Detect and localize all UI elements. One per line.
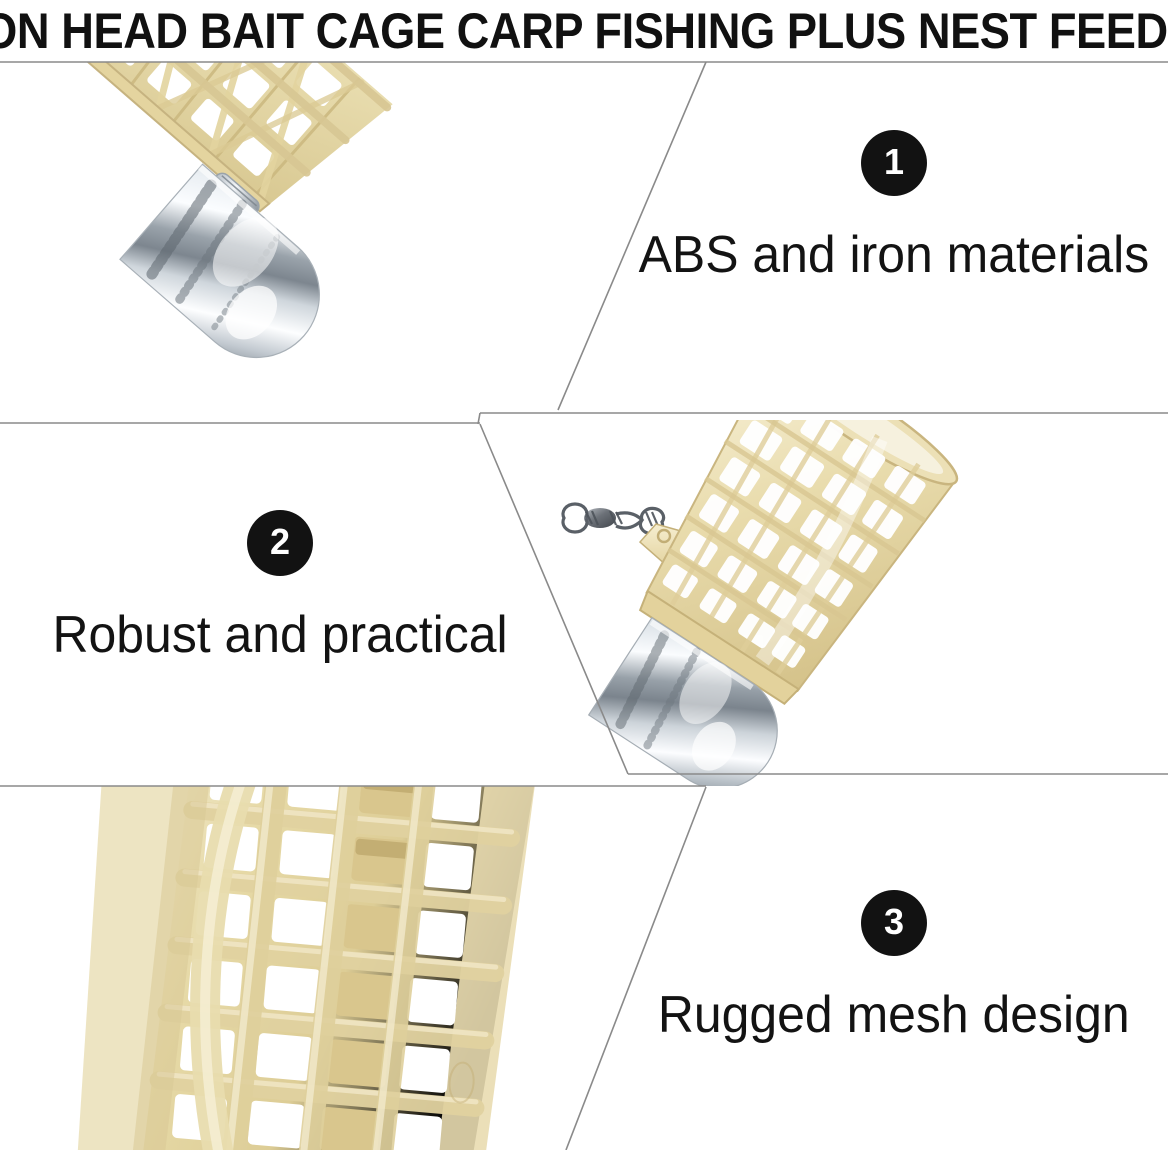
feature-badge-1: 1 bbox=[861, 130, 927, 196]
feature-block-2: 2 Robust and practical bbox=[0, 510, 560, 664]
feature-label-1: ABS and iron materials bbox=[638, 226, 1150, 284]
product-photo-2 bbox=[548, 420, 1168, 786]
product-photo-1 bbox=[0, 62, 620, 424]
feature-block-3: 3 Rugged mesh design bbox=[620, 890, 1168, 1044]
product-photo-3 bbox=[0, 786, 620, 1150]
feature-label-2: Robust and practical bbox=[52, 606, 508, 664]
feature-label-3: Rugged mesh design bbox=[658, 986, 1130, 1044]
page-title: IRON HEAD BAIT CAGE CARP FISHING PLUS NE… bbox=[0, 3, 1168, 59]
feature-block-1: 1 ABS and iron materials bbox=[620, 130, 1168, 284]
feature-badge-3: 3 bbox=[861, 890, 927, 956]
title-bar: IRON HEAD BAIT CAGE CARP FISHING PLUS NE… bbox=[0, 0, 1168, 62]
feature-badge-2: 2 bbox=[247, 510, 313, 576]
